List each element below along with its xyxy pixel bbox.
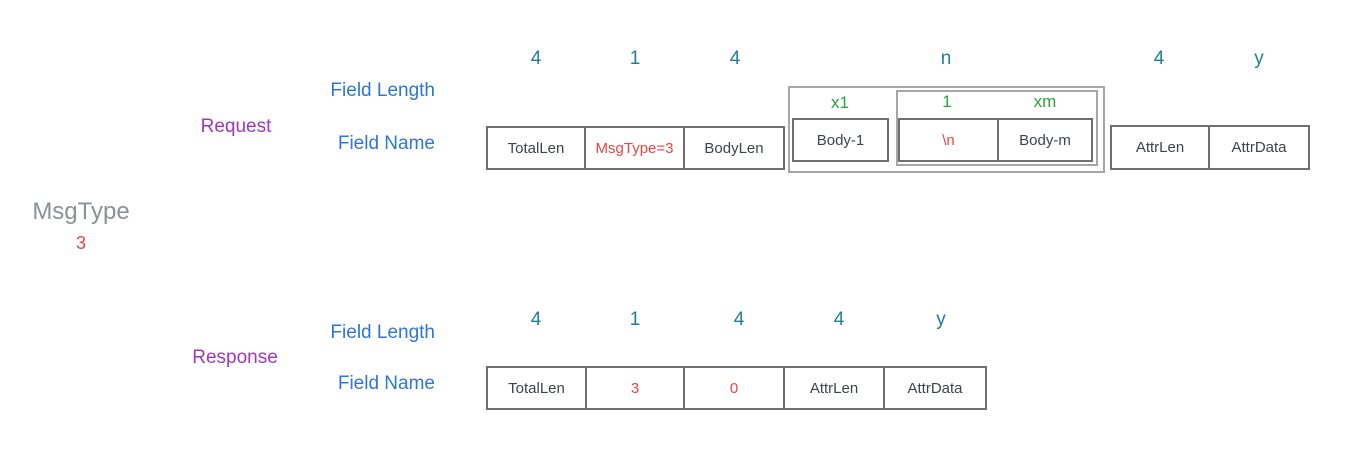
response-length-attrlen: 4 [833,309,845,330]
request-length-body: n [940,48,952,69]
request-cell-bodym: Body-m [997,118,1093,162]
response-field-name-label: Field Name [337,373,435,394]
request-cell-msgtype: MsgType=3 [584,126,685,170]
request-cell-body1: Body-1 [792,118,889,162]
response-length-totallen: 4 [530,309,542,330]
response-cell-attrlen: AttrLen [783,366,885,410]
response-length-attrdata: y [936,309,946,330]
response-field-length-label: Field Length [330,322,435,343]
request-body-count-label: x1 [831,93,849,112]
request-section-label: Request [200,116,272,137]
response-cell-bodylen: 0 [683,366,785,410]
request-repeat-count-label: xm [1033,92,1057,111]
request-length-bodylen: 4 [729,48,741,69]
msgtype-title: MsgType [32,198,130,225]
response-cell-msgtype: 3 [585,366,685,410]
msgtype-title-block: MsgType 3 [18,198,144,254]
request-length-attrdata: y [1254,48,1264,69]
response-length-msgtype: 1 [629,309,641,330]
response-section-label: Response [192,347,278,368]
request-length-attrlen: 4 [1153,48,1165,69]
request-cell-separator: \n [898,118,999,162]
msgtype-value: 3 [75,233,86,253]
request-sep-length-label: 1 [942,92,952,111]
request-field-length-label: Field Length [330,80,435,101]
request-cell-attrdata: AttrData [1208,125,1310,170]
request-length-msgtype: 1 [629,48,641,69]
response-cell-attrdata: AttrData [883,366,987,410]
response-length-bodylen: 4 [733,309,745,330]
request-body-group [788,86,1105,173]
request-cell-bodylen: BodyLen [683,126,785,170]
request-length-totallen: 4 [530,48,542,69]
response-cell-totallen: TotalLen [486,366,587,410]
request-cell-attrlen: AttrLen [1110,125,1210,170]
request-repeat-group [896,90,1098,166]
request-cell-totallen: TotalLen [486,126,586,170]
request-field-name-label: Field Name [337,133,435,154]
